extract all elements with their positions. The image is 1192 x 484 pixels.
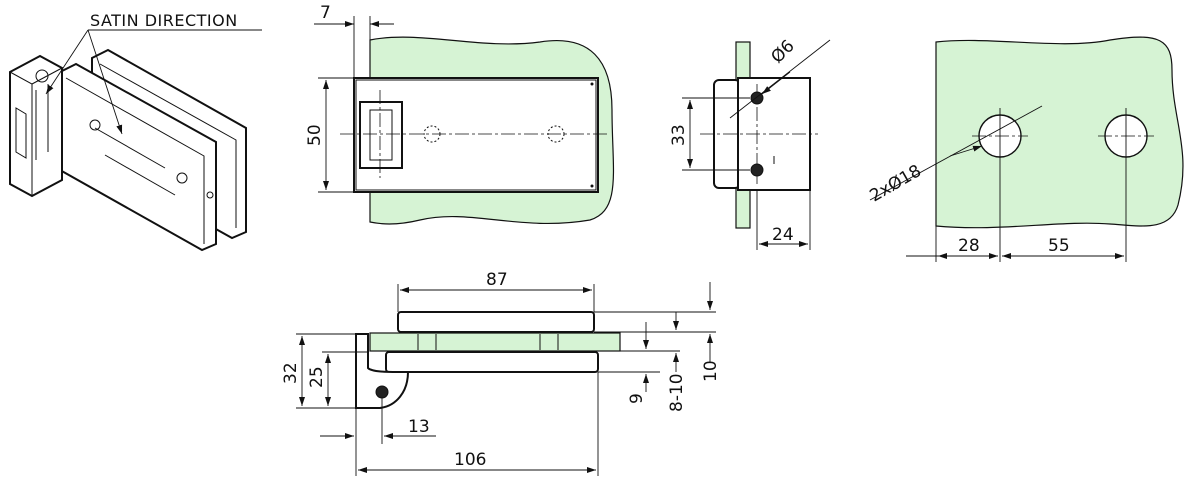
iso-bracket-front — [9, 67, 63, 196]
dim-33-text: 33 — [669, 124, 689, 146]
bottom-bottom-plate — [385, 351, 599, 373]
satin-leader-1 — [45, 29, 89, 95]
dim-55-text: 55 — [1048, 236, 1070, 256]
iso-screw-2 — [176, 172, 188, 184]
front-plate-inner — [355, 79, 597, 191]
front-knuckle-inner — [369, 109, 393, 161]
satin-leader-2 — [87, 29, 123, 135]
dim-d18-leader — [869, 105, 1043, 201]
front-view — [340, 36, 615, 225]
dim-87-text: 87 — [486, 270, 508, 290]
dim-32-text: 32 — [281, 362, 301, 384]
iso-satin-lines-1 — [94, 127, 166, 169]
dim-13-text: 13 — [408, 417, 430, 437]
iso-screw-1 — [89, 119, 101, 131]
bottom-glass — [369, 332, 621, 352]
iso-side-screw — [206, 191, 214, 199]
bottom-bracket — [355, 333, 410, 409]
iso-back-plate-inner — [99, 63, 237, 228]
iso-bracket-slot — [15, 107, 27, 159]
dim-d18-text: 2xØ18 — [867, 161, 925, 206]
side-view — [700, 41, 818, 229]
front-corner-dot-2 — [590, 184, 594, 188]
isometric-view — [9, 48, 247, 252]
bottom-top-plate — [397, 311, 595, 333]
iso-bracket-screw — [35, 69, 49, 83]
front-screw-2 — [547, 125, 565, 143]
dim-d6-leader — [729, 39, 831, 119]
iso-hinge-knuckle — [35, 84, 49, 160]
dim-106-text: 106 — [454, 450, 486, 470]
glass-panel — [935, 36, 1184, 229]
dim-24-text: 24 — [772, 225, 794, 245]
dim-50-text: 50 — [305, 124, 325, 146]
bottom-view — [355, 311, 621, 409]
dim-28-text: 28 — [958, 236, 980, 256]
front-corner-dot-1 — [590, 82, 594, 86]
bottom-bracket-screw — [375, 385, 389, 399]
dim-d18-arrow — [949, 145, 983, 157]
dim-d6-text: Ø6 — [767, 36, 798, 67]
side-hole-bottom — [750, 163, 764, 177]
dim-10-text: 10 — [701, 360, 721, 382]
dim-9-text: 9 — [627, 393, 647, 404]
glass-view — [935, 36, 1184, 262]
iso-satin-lines-2 — [104, 154, 176, 196]
dim-8-10-text: 8-10 — [667, 373, 687, 412]
dim-d6-arrow — [761, 71, 791, 95]
front-knuckle — [359, 101, 403, 169]
dim-25-text: 25 — [307, 366, 327, 388]
front-screw-1 — [423, 125, 441, 143]
dim-7-text: 7 — [320, 3, 331, 23]
satin-direction-label: SATIN DIRECTION — [90, 11, 238, 30]
